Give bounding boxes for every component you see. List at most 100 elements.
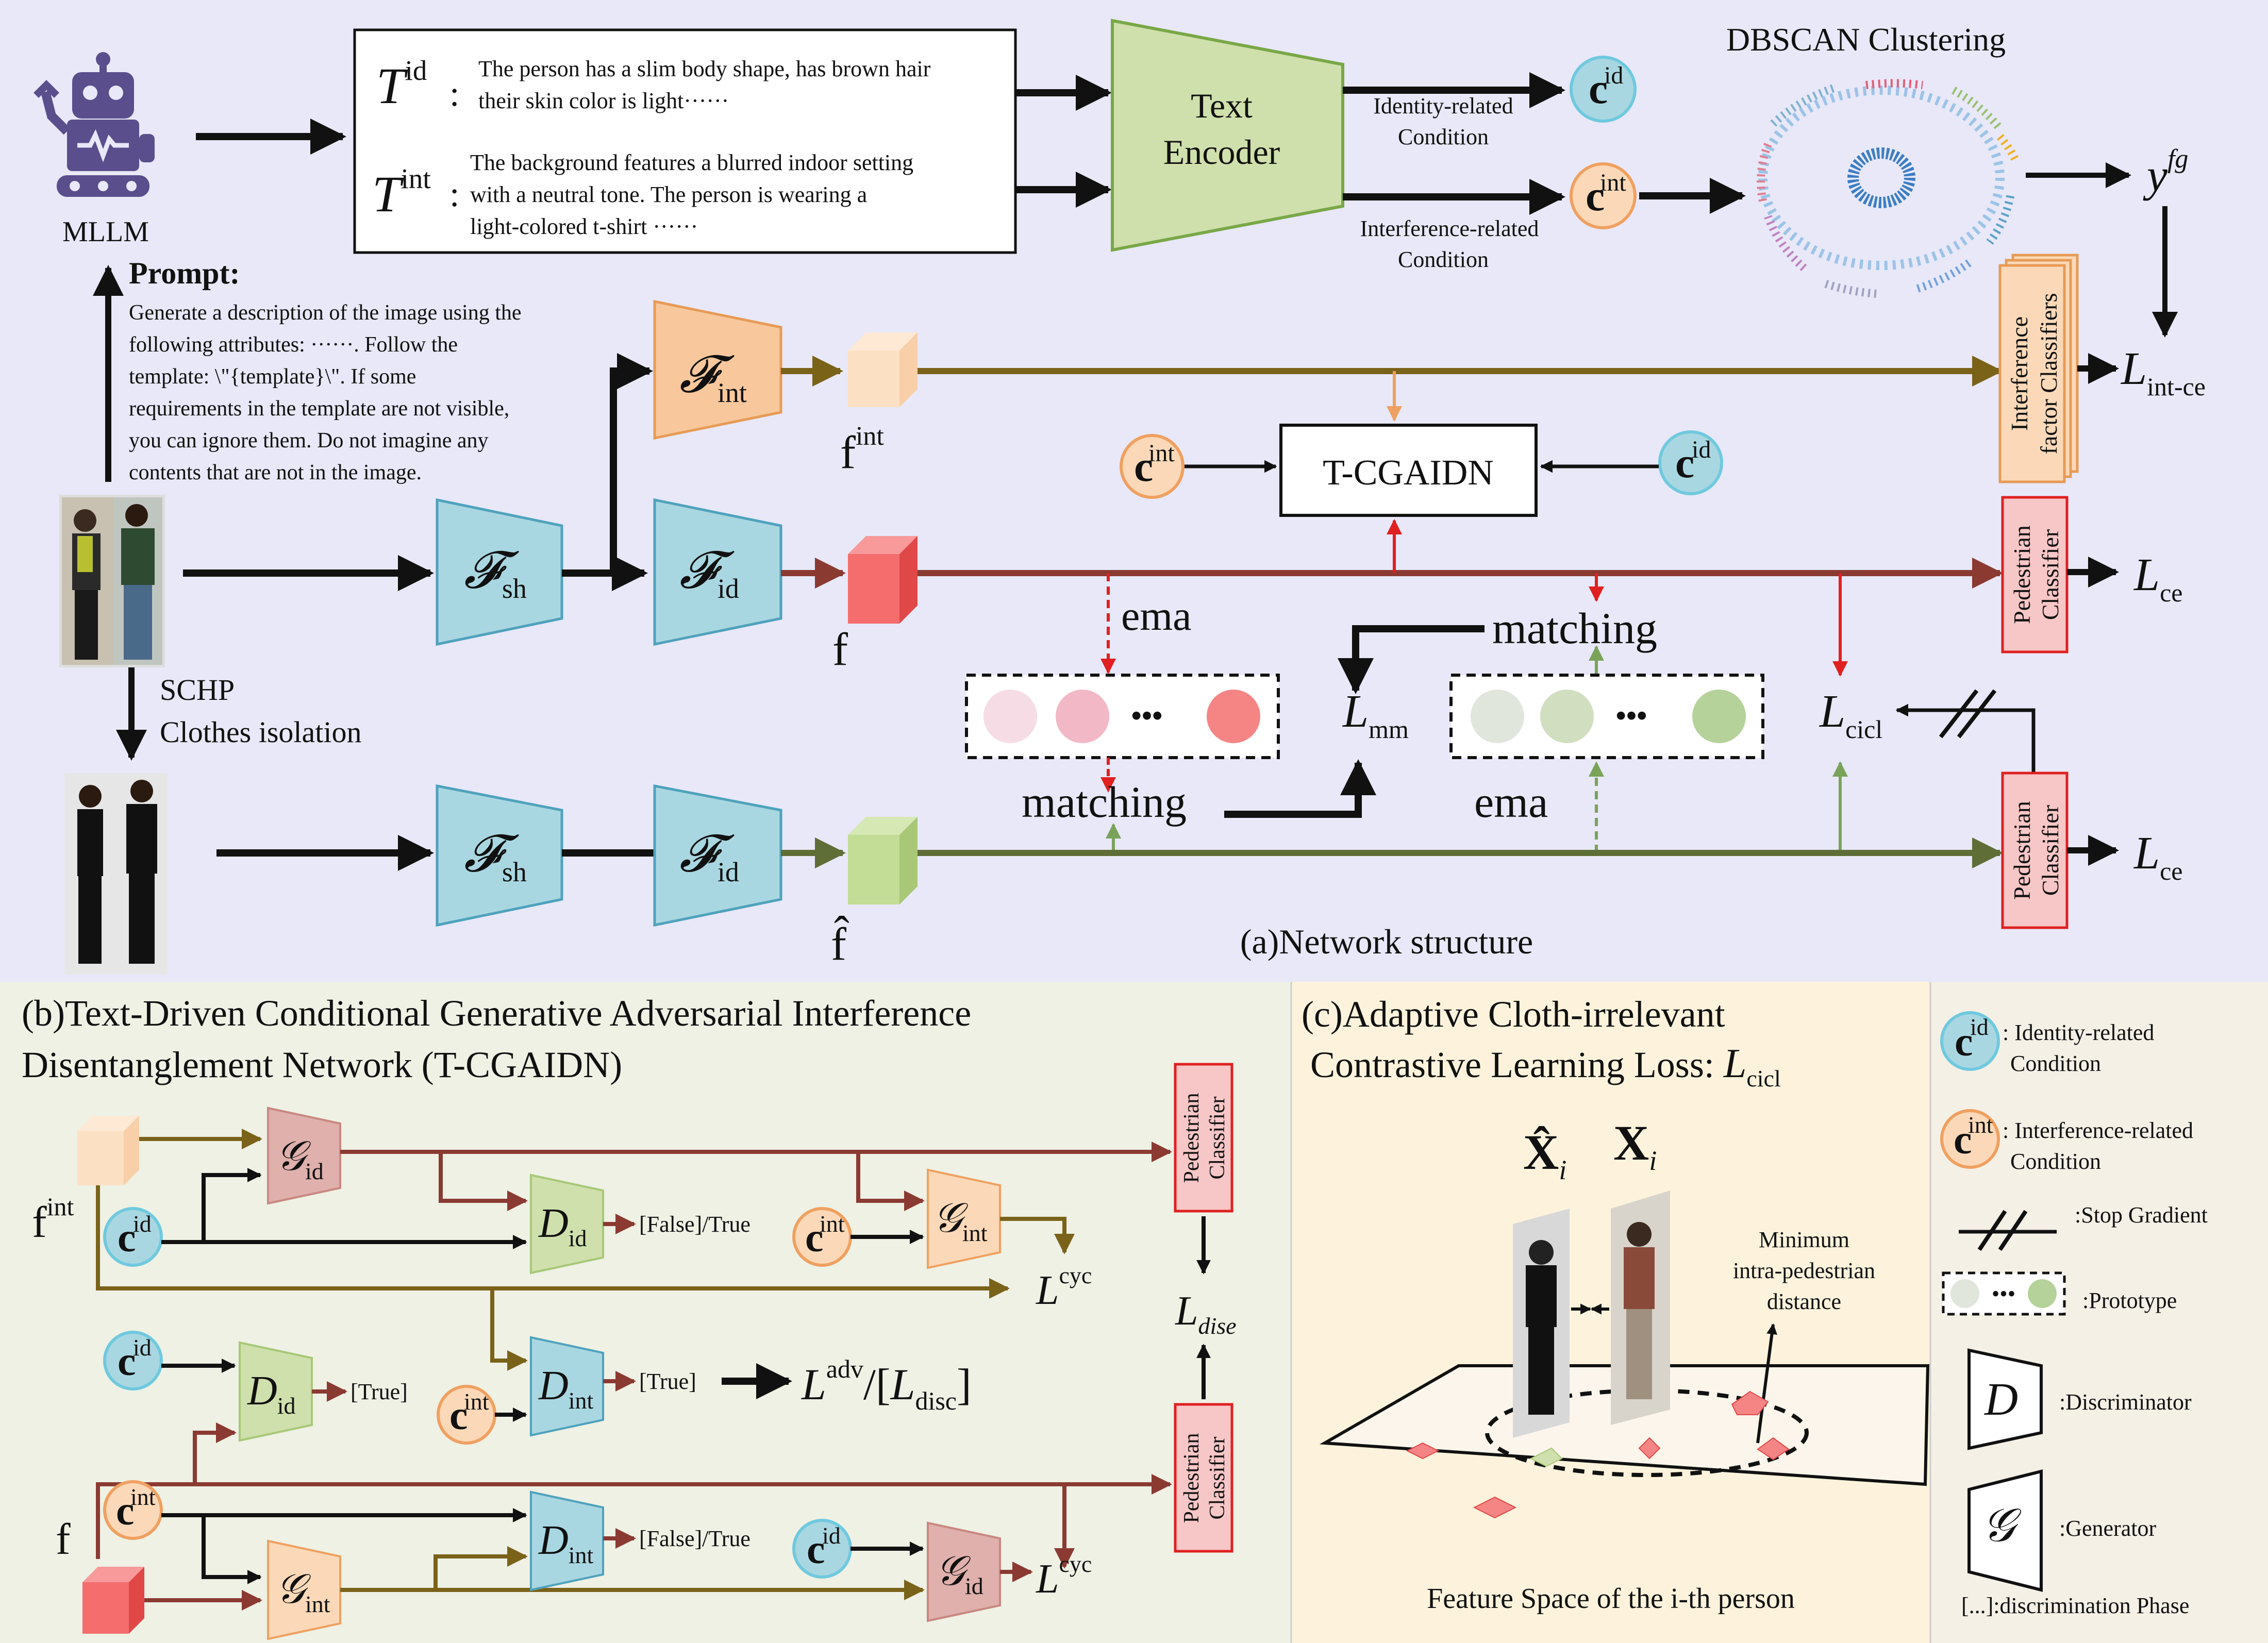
- svg-text:[False]/True: [False]/True: [639, 1212, 751, 1237]
- c-int-b-row3: c int: [103, 1480, 163, 1540]
- f-hat-feature-cube: [848, 817, 918, 904]
- shared-encoder-f-sh-top: [436, 498, 563, 646]
- svg-text:int: int: [464, 1388, 489, 1415]
- svg-text:D: D: [1983, 1374, 2018, 1425]
- svg-text:: Interference-related: : Interference-related: [2003, 1118, 2193, 1143]
- dbscan-title: DBSCAN Clustering: [1726, 21, 2006, 58]
- svg-text:intra-pedestrian: intra-pedestrian: [1733, 1258, 1875, 1283]
- b-f-cube: [82, 1567, 144, 1634]
- svg-text:Classifier: Classifier: [1206, 1437, 1229, 1520]
- b-loss-dise: Ldise: [1175, 1288, 1237, 1339]
- svg-text:•••: •••: [1616, 699, 1647, 732]
- f-hat-label: f̂: [831, 915, 849, 970]
- svg-text:id: id: [133, 1334, 152, 1361]
- interference-factor-classifiers: Interference factor Classifiers: [1998, 254, 2079, 483]
- svg-text:requirements in the template a: requirements in the template are not vis…: [129, 397, 509, 421]
- f-int-label: fint: [840, 422, 884, 478]
- svg-text:id: id: [133, 1211, 152, 1237]
- text-encoder: [1111, 19, 1344, 252]
- interference-encoder-f-int: [653, 299, 782, 440]
- svg-text:Did: Did: [538, 1201, 587, 1251]
- svg-text:Generate a description of the: Generate a description of the image usin…: [129, 301, 522, 325]
- t-id-line-2: their skin color is light······: [478, 88, 729, 113]
- svg-text:Text: Text: [1191, 86, 1253, 125]
- b-loss-adv-disc: Ladv/[Ldisc]: [801, 1354, 972, 1415]
- feature-point-3: [1731, 1390, 1769, 1415]
- svg-text::Stop Gradient: :Stop Gradient: [2075, 1202, 2208, 1228]
- c-int-condition-mid: c int: [1120, 434, 1185, 499]
- svg-text:Condition: Condition: [2010, 1051, 2101, 1076]
- loss-int-ce: Lint-ce: [2120, 343, 2206, 401]
- svg-text:c: c: [1134, 443, 1153, 491]
- svg-text:Pedestrian: Pedestrian: [2009, 801, 2035, 900]
- t-int-symbol: Tint: [372, 163, 431, 223]
- svg-text:c: c: [805, 1215, 824, 1261]
- discriminator-icon: D: [1967, 1348, 2043, 1450]
- c-int-condition-top: c int: [1570, 162, 1637, 229]
- feature-point-2: [1473, 1496, 1517, 1519]
- svg-text:int: int: [130, 1484, 156, 1510]
- svg-text:c: c: [449, 1393, 468, 1438]
- svg-text::: :: [449, 74, 459, 114]
- pedestrian-classifier-bottom: Pedestrian Classifier: [2001, 772, 2069, 929]
- pedestrian-classifier-top: Pedestrian Classifier: [2001, 496, 2069, 653]
- c-id-b-row2: c id: [103, 1331, 163, 1390]
- svg-text:matching: matching: [1022, 777, 1187, 827]
- svg-text:Encoder: Encoder: [1163, 132, 1280, 172]
- c-id-b-row3: c id: [792, 1519, 852, 1579]
- t-cgaidn-box: [1279, 424, 1538, 517]
- b-discriminator-d-int-2: [530, 1490, 604, 1591]
- svg-text:Clothes isolation: Clothes isolation: [160, 715, 362, 749]
- prompt-title: Prompt:: [129, 256, 240, 290]
- c-int-b-row2: c int: [437, 1385, 496, 1445]
- svg-text:c: c: [1954, 1117, 1972, 1163]
- loss-cicl: Lcicl: [1819, 686, 1882, 744]
- b-generator-g-id: [267, 1106, 341, 1205]
- b-generator-g-id-2: [927, 1521, 1001, 1622]
- stop-gradient-icon: [1959, 1210, 2057, 1251]
- svg-text:c: c: [807, 1527, 825, 1572]
- svg-text:id: id: [1692, 436, 1711, 463]
- svg-text:int: int: [1148, 440, 1175, 467]
- y-fg-label: yfg: [2143, 144, 2188, 201]
- t-id-line-1: The person has a slim body shape, has br…: [478, 56, 931, 81]
- svg-text:int: int: [1600, 169, 1626, 196]
- b-f-label: f: [56, 1514, 71, 1564]
- feature-point-4: [1638, 1437, 1661, 1460]
- svg-text:distance: distance: [1767, 1289, 1841, 1314]
- t-int-line-2: with a neutral tone. The person is weari…: [470, 182, 867, 207]
- svg-text:Classifier: Classifier: [1206, 1097, 1229, 1180]
- svg-text:Dint: Dint: [538, 1363, 594, 1414]
- svg-text:[True]: [True]: [639, 1369, 696, 1394]
- feature-point-5: [1757, 1437, 1790, 1461]
- identity-encoder-f-id-bottom: [653, 784, 782, 927]
- svg-text:ema: ema: [1474, 777, 1548, 827]
- b-discriminator-d-id-2: [239, 1341, 313, 1442]
- svg-text:c: c: [1589, 65, 1608, 113]
- svg-text:: Identity-related: : Identity-related: [2003, 1020, 2154, 1045]
- panel-b-title-1: (b)Text-Driven Conditional Generative Ad…: [22, 993, 971, 1034]
- svg-text:int: int: [820, 1211, 845, 1237]
- b-pedestrian-classifier-bottom: Pedestrian Classifier: [1174, 1403, 1233, 1553]
- b-discriminator-d-int-1: [530, 1336, 604, 1437]
- svg-text:Condition: Condition: [1398, 247, 1489, 272]
- feature-point-1: [1406, 1442, 1440, 1460]
- dbscan-clusters-plot: [1757, 79, 2020, 298]
- legend-c-id: c id: [1940, 1011, 2000, 1071]
- svg-text:c: c: [1675, 439, 1694, 487]
- svg-text::Prototype: :Prototype: [2082, 1288, 2177, 1313]
- svg-text:Pedestrian: Pedestrian: [1180, 1433, 1204, 1523]
- c-id-condition-top: c id: [1570, 56, 1637, 123]
- svg-text:c: c: [116, 1488, 135, 1534]
- x-hat-image: [1513, 1209, 1570, 1438]
- panel-b-title-2: Disentanglement Network (T-CGAIDN): [22, 1044, 622, 1085]
- svg-text::Discriminator: :Discriminator: [2059, 1389, 2192, 1415]
- svg-text:matching: matching: [1492, 603, 1657, 653]
- svg-text:•••: •••: [1131, 699, 1163, 732]
- svg-text:T-CGAIDN: T-CGAIDN: [1323, 453, 1494, 493]
- b-f-int-label: fint: [32, 1192, 74, 1247]
- panel-c-caption: Feature Space of the i-th person: [1427, 1583, 1795, 1615]
- person-clothes-isolated-image: [64, 773, 168, 974]
- x-hat-label: X̂i: [1523, 1125, 1566, 1185]
